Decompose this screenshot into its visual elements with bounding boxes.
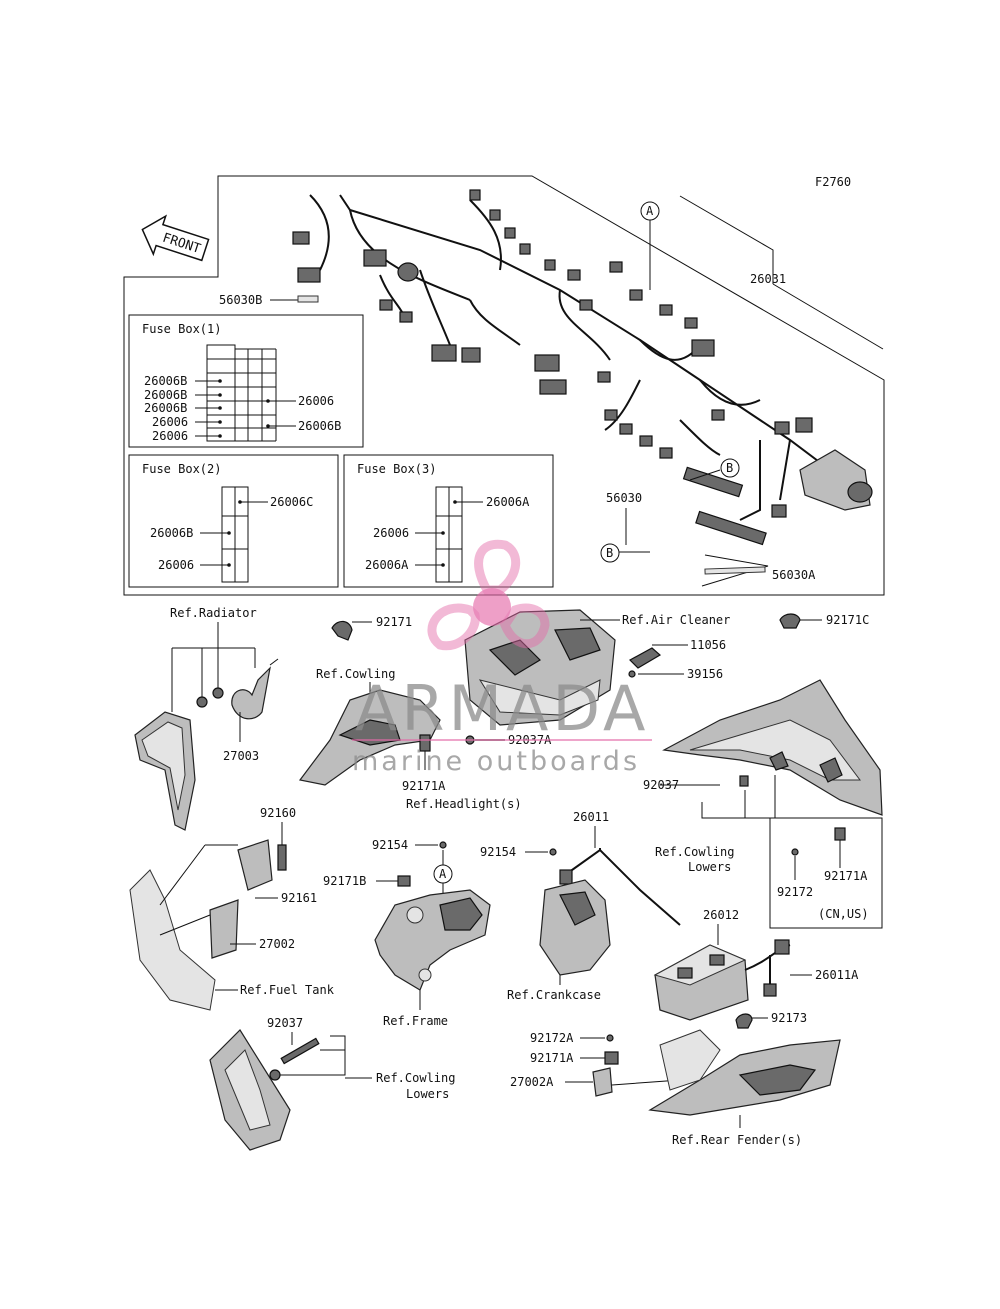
part-92160: 92160 xyxy=(260,806,296,820)
fuse1-left-0: 26006B xyxy=(144,374,187,388)
watermark-brand: ARMADA xyxy=(355,672,649,745)
cn-us-note: (CN,US) xyxy=(818,907,869,921)
cowling-group: Ref.Cowling 92171A Ref.Headlight(s) 9203… xyxy=(298,667,552,811)
fuse1-left-4: 26006 xyxy=(152,429,188,443)
part-26031: 26031 xyxy=(750,272,786,286)
part-11056: 11056 xyxy=(690,638,726,652)
radiator-group: Ref.Radiator 27003 xyxy=(134,606,279,831)
clip-92171C: 92171C xyxy=(779,613,869,629)
ref-radiator: Ref.Radiator xyxy=(170,606,257,620)
part-92171B: 92171B xyxy=(323,874,366,888)
ref-cowling: Ref.Cowling xyxy=(316,667,395,681)
right-cowling-group: 92037 Ref.Cowling Lowers 92171A 92172 (C… xyxy=(643,679,883,929)
figure-code: F2760 xyxy=(815,175,851,189)
fuse1-left-1: 26006B xyxy=(144,388,187,402)
callout-b-icon xyxy=(720,458,740,478)
fuse2-label-2: 26006 xyxy=(158,558,194,572)
part-56030B: 56030B xyxy=(219,293,262,307)
lower-cowling-group: 92037 Ref.Cowling Lowers xyxy=(209,1016,455,1151)
part-92154-left: 92154 xyxy=(372,838,408,852)
fuse3-label-2: 26006A xyxy=(365,558,409,572)
callout-a: A xyxy=(646,204,654,218)
fuse-box-1: Fuse Box(1) 26006B 26006B 26006B 26006 2… xyxy=(128,314,364,448)
fuse-box-2: Fuse Box(2) 26006C 26006B 26006 xyxy=(128,454,339,588)
ref-cowling-lowers-bottom-2: Lowers xyxy=(406,1087,449,1101)
main-harness xyxy=(292,189,873,546)
ref-rear-fenders: Ref.Rear Fender(s) xyxy=(672,1133,802,1147)
callout-a2: A xyxy=(439,867,447,881)
ecu-group: 92160 92161 27002 Ref.Fuel Tank xyxy=(129,806,335,1011)
ref-cowling-lowers-right-2: Lowers xyxy=(688,860,731,874)
part-26012: 26012 xyxy=(703,908,739,922)
part-27003: 27003 xyxy=(223,749,259,763)
watermark-tagline: marine outboards xyxy=(352,746,640,777)
fuse-box-1-title: Fuse Box(1) xyxy=(142,322,221,336)
armada-logo xyxy=(427,539,550,651)
part-26011A: 26011A xyxy=(815,968,859,982)
ref-air-cleaner: Ref.Air Cleaner xyxy=(622,613,730,627)
part-92172A: 92172A xyxy=(530,1031,574,1045)
ref-cowling-lowers-bottom: Ref.Cowling xyxy=(376,1071,455,1085)
fuse1-right-0: 26006 xyxy=(298,394,334,408)
callout-b: B xyxy=(726,461,733,475)
fuse3-label-1: 26006 xyxy=(373,526,409,540)
ref-headlights: Ref.Headlight(s) xyxy=(406,797,522,811)
fuse1-left-3: 26006 xyxy=(152,415,188,429)
part-92161: 92161 xyxy=(281,891,317,905)
battery-group: 26012 26011A 92173 xyxy=(653,908,859,1029)
part-92171A-top: 92171A xyxy=(402,779,446,793)
ref-fuel-tank: Ref.Fuel Tank xyxy=(240,983,335,997)
fuse3-label-0: 26006A xyxy=(486,495,530,509)
callout-b2: B xyxy=(606,546,613,560)
part-26011: 26011 xyxy=(573,810,609,824)
part-92154-mid: 92154 xyxy=(480,845,516,859)
part-92171A-cn: 92171A xyxy=(824,869,868,883)
part-92173: 92173 xyxy=(771,1011,807,1025)
rear-fender-group: 92172A 92171A 27002A Ref.Rear Fender(s) xyxy=(510,1029,841,1147)
part-92037-right: 92037 xyxy=(643,778,679,792)
part-92171C: 92171C xyxy=(826,613,869,627)
fuse2-label-0: 26006C xyxy=(270,495,313,509)
ref-cowling-lowers-right: Ref.Cowling xyxy=(655,845,734,859)
front-arrow-icon: FRONT xyxy=(141,214,210,262)
part-92172: 92172 xyxy=(777,885,813,899)
frame-group: 92154 92171B A Ref.Frame xyxy=(323,838,491,1028)
air-cleaner-group: Ref.Air Cleaner 11056 39156 xyxy=(464,609,730,726)
callout-a-icon xyxy=(640,201,660,221)
crankcase-group: 92154 26011 Ref.Crankcase xyxy=(480,810,681,1002)
fuse1-left-2: 26006B xyxy=(144,401,187,415)
part-56030A: 56030A xyxy=(772,568,816,582)
fuse-box-2-title: Fuse Box(2) xyxy=(142,462,221,476)
part-39156: 39156 xyxy=(687,667,723,681)
fuse1-right-1: 26006B xyxy=(298,419,341,433)
clip-92171: 92171 xyxy=(331,615,412,641)
fuse2-label-1: 26006B xyxy=(150,526,193,540)
fuse-box-3: Fuse Box(3) 26006A 26006 26006A xyxy=(343,454,554,588)
part-56030: 56030 xyxy=(606,491,642,505)
part-92171: 92171 xyxy=(376,615,412,629)
fuse-box-3-title: Fuse Box(3) xyxy=(357,462,436,476)
callout-b2-icon xyxy=(600,543,620,563)
harness-frame xyxy=(123,175,885,596)
part-92037-bottom: 92037 xyxy=(267,1016,303,1030)
part-27002A: 27002A xyxy=(510,1075,554,1089)
part-92171A-bottom: 92171A xyxy=(530,1051,574,1065)
ref-frame: Ref.Frame xyxy=(383,1014,448,1028)
ref-crankcase: Ref.Crankcase xyxy=(507,988,601,1002)
part-27002: 27002 xyxy=(259,937,295,951)
